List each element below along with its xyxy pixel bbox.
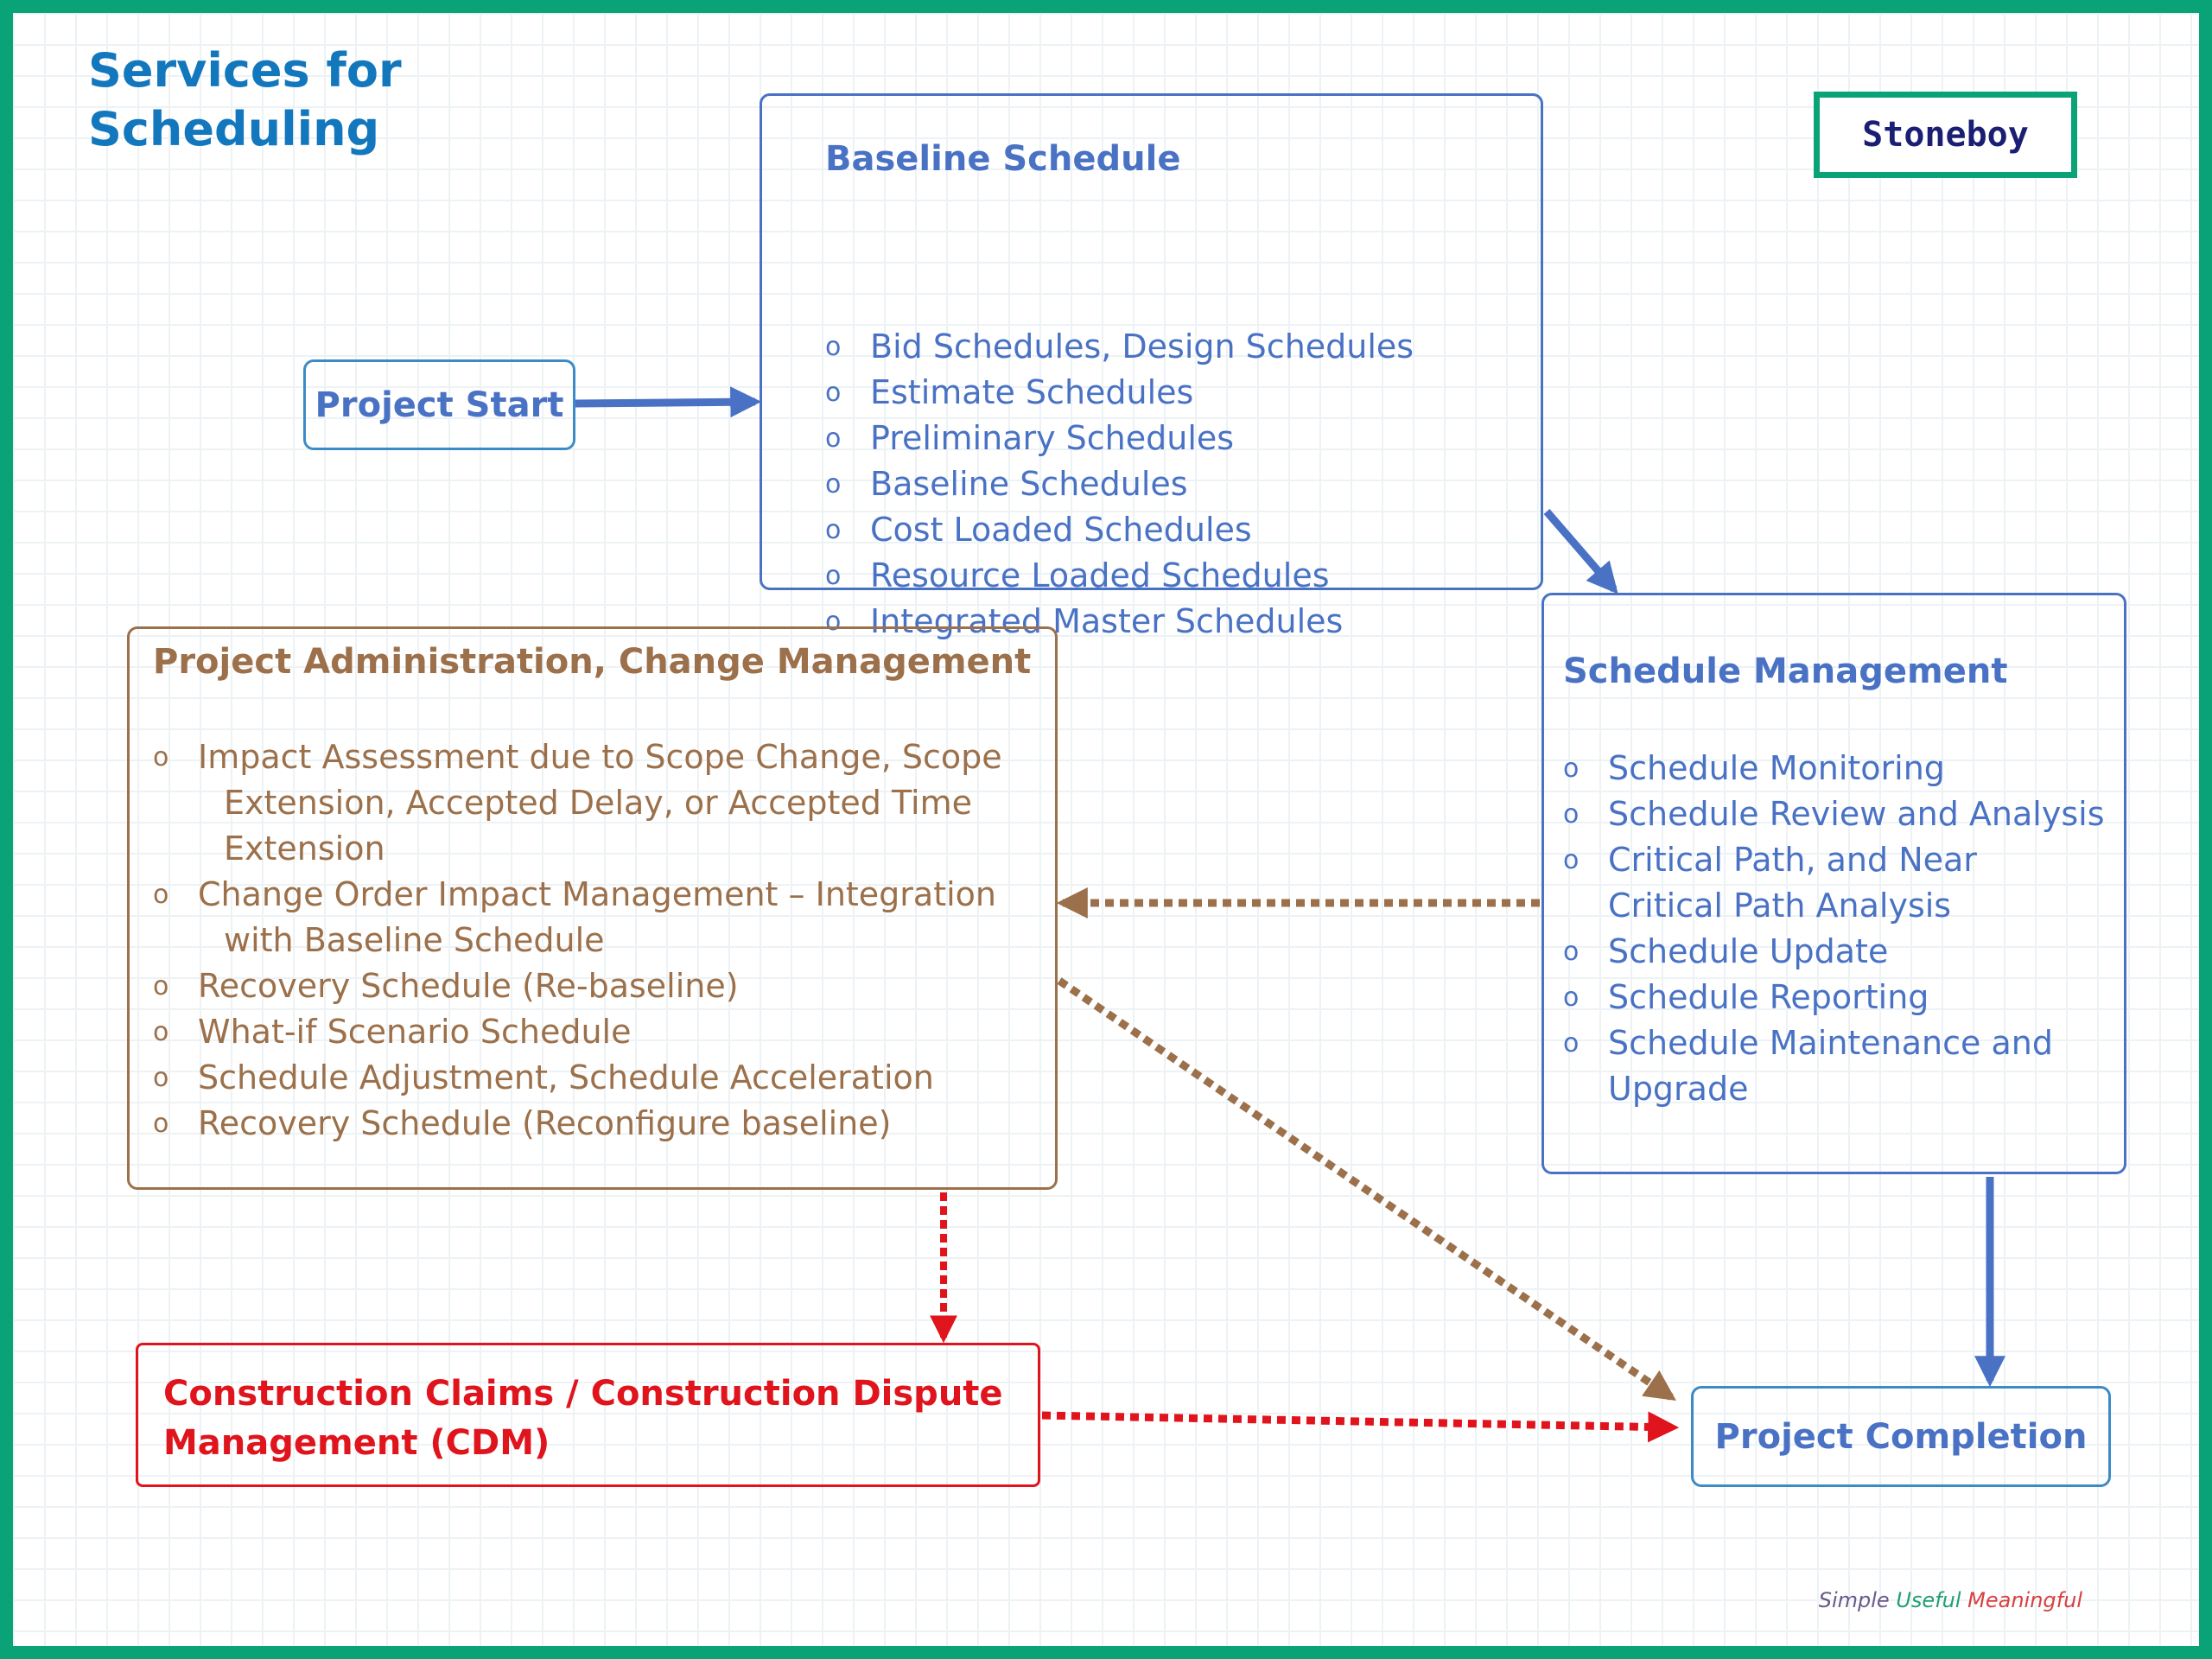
- bullet-icon: o: [1563, 937, 1580, 967]
- arrow-baseline-to-schedule-management: [1543, 509, 1618, 594]
- arrow-admin-to-completion: [1057, 977, 1676, 1402]
- project-completion-label: Project Completion: [1714, 1416, 2088, 1457]
- bullet-icon: o: [1563, 982, 1580, 1013]
- bullet-icon: o: [153, 1109, 169, 1139]
- bullet-icon: o: [153, 742, 169, 772]
- project-administration-title: Project Administration, Change Managemen…: [153, 642, 1032, 682]
- project-completion-node: Project Completion: [1691, 1386, 2111, 1487]
- arrow-start-to-baseline: [575, 386, 762, 418]
- tagline: Simple Useful Meaningful: [1818, 1588, 2082, 1612]
- bullet-icon: o: [825, 378, 842, 408]
- bullet-icon: o: [825, 332, 842, 362]
- bullet-icon: o: [153, 880, 169, 910]
- bullet-icon: o: [153, 1063, 169, 1093]
- construction-claims-node: Construction Claims / Construction Dispu…: [136, 1343, 1040, 1487]
- bullet-icon: o: [825, 607, 842, 637]
- bullet-icon: o: [153, 1017, 169, 1047]
- bullet-icon: o: [1563, 1028, 1580, 1058]
- schedule-management-title: Schedule Management: [1563, 652, 2008, 691]
- project-start-label: Project Start: [315, 385, 564, 425]
- bullet-icon: o: [1563, 845, 1580, 875]
- bullet-icon: o: [825, 423, 842, 454]
- bullet-icon: o: [825, 561, 842, 591]
- construction-claims-title: Construction Claims / Construction Dispu…: [163, 1374, 1003, 1463]
- project-administration-node: Project Administration, Change Managemen…: [127, 626, 1058, 1190]
- page-title: Services for Scheduling: [88, 43, 402, 156]
- bullet-icon: o: [1563, 799, 1580, 830]
- bullet-icon: o: [153, 971, 169, 1001]
- bullet-icon: o: [825, 515, 842, 545]
- baseline-schedule-title: Baseline Schedule: [825, 139, 1181, 179]
- stoneboy-logo: Stoneboy: [1814, 92, 2077, 178]
- project-start-node: Project Start: [303, 359, 575, 450]
- bullet-icon: o: [1563, 753, 1580, 784]
- bullet-icon: o: [825, 469, 842, 499]
- arrow-claims-to-completion: [1041, 1411, 1680, 1443]
